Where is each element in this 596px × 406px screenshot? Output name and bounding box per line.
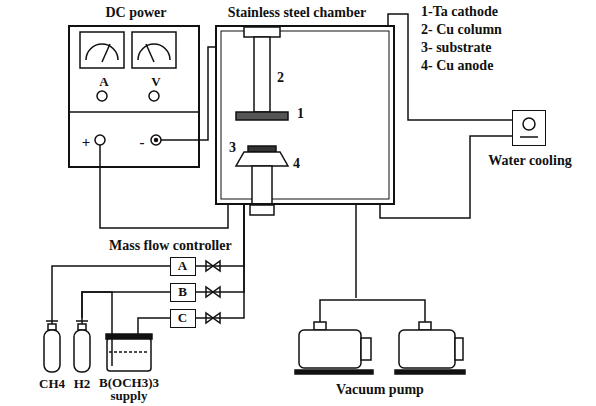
valve-handle <box>76 320 88 322</box>
connector-line <box>200 47 215 140</box>
meter-scale <box>86 44 118 60</box>
connector-line <box>388 14 512 120</box>
node-label: A <box>99 75 108 90</box>
bubbler-cap <box>106 334 152 339</box>
legend-text: 4- Cu anode <box>420 58 494 74</box>
cylinder-neck <box>48 324 56 330</box>
bubbler-vessel: B(OCH3)3 supply <box>106 322 152 372</box>
connector-line <box>82 292 170 318</box>
node-label: Vacuum pump <box>336 382 424 398</box>
mass-flow-controller: C <box>170 309 196 328</box>
pump-flange <box>314 322 326 330</box>
group-label: Mass flow controller <box>108 238 233 254</box>
pump-base <box>395 370 465 374</box>
pump-flange <box>419 322 431 330</box>
connector-line <box>100 168 228 228</box>
node-label: Stainless steel chamber <box>228 5 366 21</box>
cu-column <box>254 37 270 112</box>
pump-base <box>295 370 373 374</box>
mass-flow-controller: A <box>170 257 196 276</box>
cu-anode <box>236 152 288 166</box>
power-supply-box: DC powerAV+- <box>68 25 200 168</box>
gas-cylinder: CH4 <box>42 318 62 373</box>
node-label: V <box>151 75 160 90</box>
cooler-dial <box>523 118 535 130</box>
pump-manifold <box>320 300 425 330</box>
mass-flow-controller: B <box>170 283 196 302</box>
outlet-tube <box>137 322 139 338</box>
shape-outline <box>106 322 152 372</box>
node-label: A <box>178 259 187 274</box>
callout-number: 2 <box>276 70 285 86</box>
pump-motor <box>455 338 463 360</box>
node-label: C <box>178 311 187 326</box>
vacuum-pump: Vacuum pump <box>295 298 465 378</box>
cooler-vent <box>520 136 538 138</box>
terminal-wire <box>99 145 101 168</box>
meter-needle <box>146 44 154 62</box>
chamber-box: Stainless steel chamber <box>215 25 395 205</box>
callout-number: 3 <box>228 140 237 156</box>
shape-outline <box>295 298 465 378</box>
liquid-level <box>109 351 149 353</box>
shape-outline <box>512 110 546 146</box>
voltmeter <box>132 32 176 68</box>
terminal-wire <box>161 139 200 141</box>
cylinder-neck <box>78 324 86 330</box>
bubbler-body <box>107 338 151 371</box>
shape-outline <box>72 318 92 373</box>
inlet-tube <box>111 322 113 366</box>
anode-column <box>252 166 272 205</box>
top-flange <box>244 27 280 37</box>
node-label: B(OCH3)3 supply <box>89 376 169 402</box>
connector-line <box>138 318 170 322</box>
node-label: H2 <box>74 377 91 392</box>
callout-number: 4 <box>292 156 301 172</box>
bottom-flange <box>250 205 274 215</box>
substrate <box>248 146 276 152</box>
connector-line <box>355 205 357 298</box>
shape-outline <box>42 318 62 373</box>
valve-handle <box>46 320 58 322</box>
connector-line <box>380 136 512 218</box>
cylinder-body <box>44 330 60 372</box>
knob <box>97 91 107 101</box>
pump-body <box>299 330 361 368</box>
node-label: DC power <box>105 5 166 21</box>
meter-scale <box>138 44 170 60</box>
connector-line <box>196 205 244 318</box>
water-cooler: Water cooling <box>512 110 546 146</box>
legend-text: 1-Ta cathode <box>420 4 499 20</box>
ammeter <box>80 32 124 68</box>
terminal <box>151 135 161 145</box>
knob <box>149 91 159 101</box>
connector-line <box>82 292 112 322</box>
gas-cylinder: H2 <box>72 318 92 373</box>
legend-text: 3- substrate <box>420 40 492 56</box>
meter-needle <box>102 44 110 62</box>
cylinder-body <box>74 330 90 372</box>
node-label: - <box>140 134 145 151</box>
callout-number: 1 <box>296 106 305 122</box>
node-label: CH4 <box>39 377 65 392</box>
node-label: Water cooling <box>488 153 571 169</box>
node-label: + <box>82 134 91 151</box>
pump-body <box>399 330 455 368</box>
terminal-dot <box>155 139 158 142</box>
node-label: B <box>178 285 187 300</box>
panel-divider <box>68 111 200 113</box>
legend-text: 2- Cu column <box>420 22 503 38</box>
connector-line <box>196 205 244 266</box>
chamber-inner-wall <box>221 31 389 199</box>
terminal <box>95 135 105 145</box>
pump-motor <box>361 338 371 360</box>
ta-cathode <box>236 112 288 120</box>
